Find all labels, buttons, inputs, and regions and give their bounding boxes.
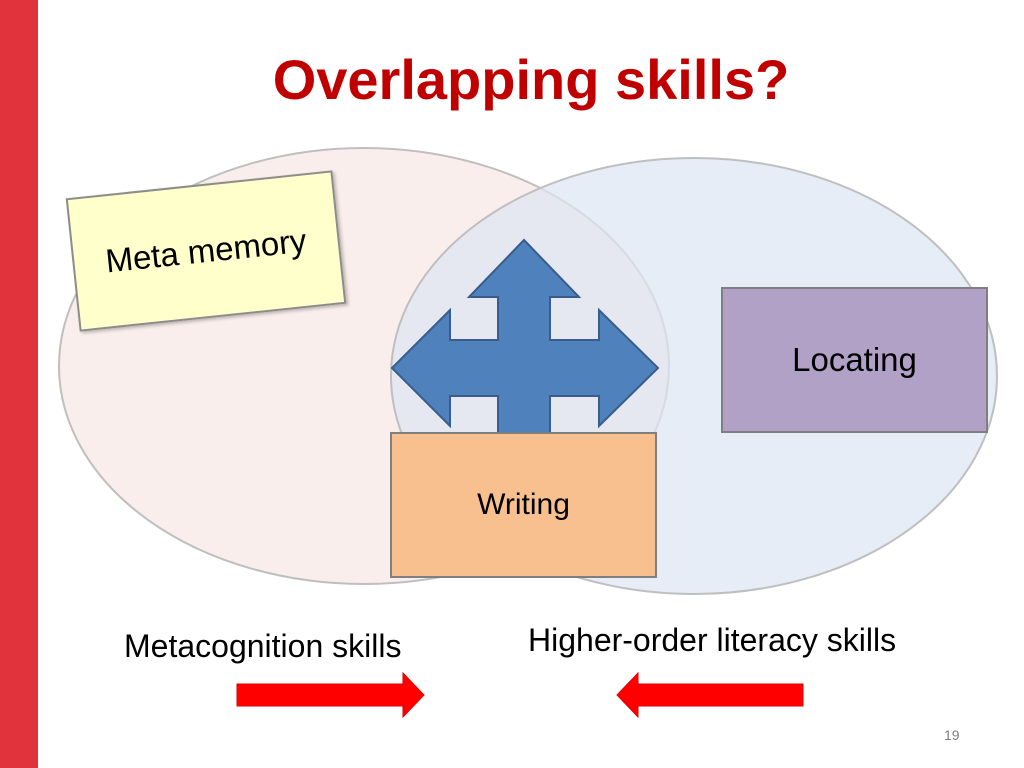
page-number: 19: [944, 727, 960, 743]
metacognition-caption: Metacognition skills: [124, 628, 402, 664]
meta-memory-note: Meta memory: [65, 170, 347, 332]
locating-label: Locating: [792, 341, 917, 378]
locating-box: Locating: [721, 287, 988, 433]
writing-box: Writing: [390, 432, 657, 578]
meta-memory-label: Meta memory: [103, 221, 309, 280]
accent-bar: [0, 0, 38, 768]
right-arrow-icon: [236, 671, 425, 719]
literacy-caption: Higher-order literacy skills: [528, 622, 897, 658]
writing-label: Writing: [477, 488, 570, 521]
left-arrow-icon: [616, 671, 804, 719]
slide-title: Overlapping skills?: [272, 48, 790, 111]
